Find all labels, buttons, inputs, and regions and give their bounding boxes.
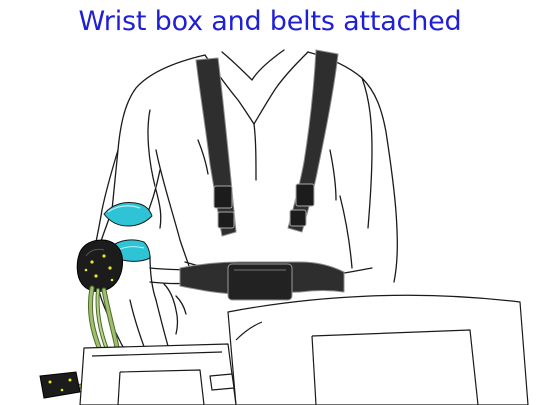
wrist-box-icon [77, 240, 122, 291]
table-outline [80, 295, 528, 405]
cable-connector-icon [40, 372, 80, 398]
chest-harness-icon [180, 50, 344, 300]
